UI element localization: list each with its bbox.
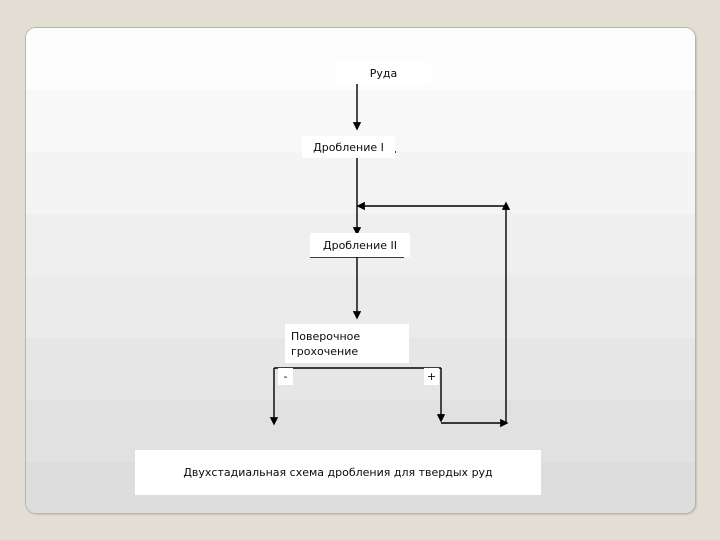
slide-background — [26, 28, 695, 513]
caption-box[interactable]: Двухстадиальная схема дробления для твер… — [135, 450, 541, 495]
node-ore-label: Руда — [369, 66, 398, 80]
node-crushing-2[interactable]: Дробление II — [310, 233, 410, 257]
branch-label-undersize: - — [278, 368, 293, 385]
branch-label-oversize-text: + — [426, 370, 437, 383]
branch-label-undersize-text: - — [283, 370, 288, 383]
node-ore[interactable]: Руда — [336, 62, 431, 84]
node-crushing-1[interactable]: Дробление I — [302, 136, 395, 158]
branch-label-oversize: + — [424, 368, 439, 385]
node-crushing-1-label: Дробление I — [313, 140, 384, 154]
node-screening-label: Поверочное грохочение — [291, 329, 361, 358]
caption-text: Двухстадиальная схема дробления для твер… — [183, 466, 493, 479]
node-crushing-2-label: Дробление II — [323, 238, 397, 252]
slide-frame: Руда Дробление I Дробление II Поверочное… — [26, 28, 695, 513]
diagram-canvas: Руда Дробление I Дробление II Поверочное… — [26, 28, 695, 513]
flowchart-connectors — [269, 80, 511, 428]
node-screening[interactable]: Поверочное грохочение — [285, 324, 409, 363]
